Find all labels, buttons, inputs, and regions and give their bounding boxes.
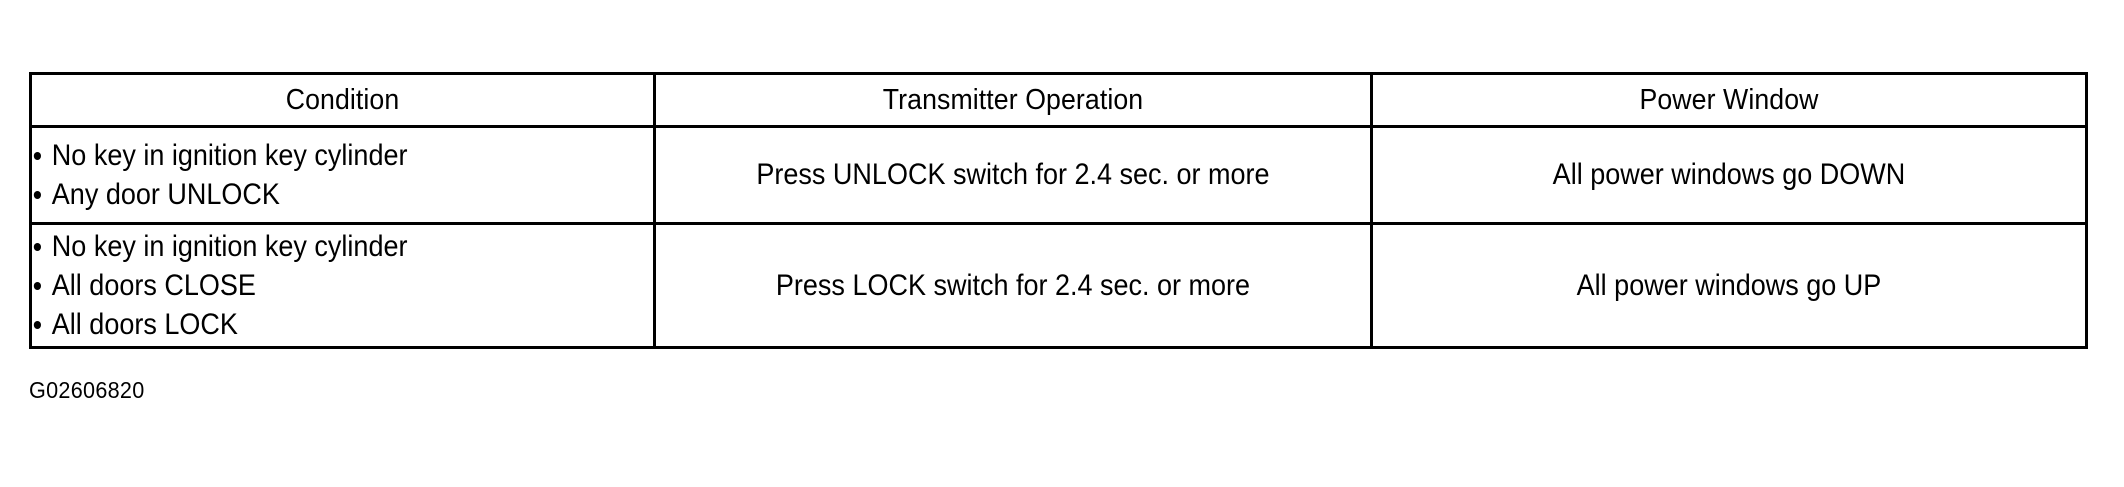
bullet-icon (33, 281, 41, 290)
condition-text: Any door UNLOCK (51, 178, 280, 211)
list-item: No key in ignition key cylinder (32, 227, 591, 266)
bullet-icon (33, 190, 41, 199)
column-header-transmitter-operation-label: Transmitter Operation (882, 84, 1144, 116)
power-window-operation-table: Condition Transmitter Operation Power Wi… (29, 72, 2088, 349)
condition-text: No key in ignition key cylinder (51, 139, 408, 172)
cell-transmitter-operation-row-1: Press UNLOCK switch for 2.4 sec. or more (653, 125, 1373, 225)
column-header-condition-label: Condition (285, 84, 400, 116)
table-header-row: Condition Transmitter Operation Power Wi… (29, 72, 2088, 128)
bullet-icon (33, 242, 41, 251)
condition-list-row-1: No key in ignition key cylinder Any door… (32, 136, 653, 214)
transmitter-operation-text: Press LOCK switch for 2.4 sec. or more (775, 268, 1251, 302)
list-item: No key in ignition key cylinder (32, 136, 591, 175)
cell-transmitter-operation-row-2: Press LOCK switch for 2.4 sec. or more (653, 222, 1373, 349)
transmitter-operation-text: Press UNLOCK switch for 2.4 sec. or more (756, 158, 1270, 191)
column-header-power-window: Power Window (1370, 72, 2088, 128)
condition-text: All doors LOCK (51, 308, 238, 341)
condition-text: All doors CLOSE (51, 269, 256, 302)
column-header-condition: Condition (29, 72, 656, 128)
list-item: Any door UNLOCK (32, 175, 591, 214)
cell-power-window-row-1: All power windows go DOWN (1370, 125, 2088, 225)
power-window-text: All power windows go UP (1576, 268, 1882, 302)
list-item: All doors LOCK (32, 305, 591, 344)
figure-caption: G02606820 (29, 377, 145, 403)
column-header-power-window-label: Power Window (1639, 84, 1819, 116)
condition-text: No key in ignition key cylinder (51, 230, 408, 263)
column-header-transmitter-operation: Transmitter Operation (653, 72, 1373, 128)
cell-condition-row-1: No key in ignition key cylinder Any door… (29, 125, 656, 225)
cell-power-window-row-2: All power windows go UP (1370, 222, 2088, 349)
bullet-icon (33, 320, 41, 329)
condition-list-row-2: No key in ignition key cylinder All door… (32, 227, 653, 344)
power-window-text: All power windows go DOWN (1552, 158, 1906, 191)
list-item: All doors CLOSE (32, 266, 591, 305)
bullet-icon (33, 151, 41, 160)
cell-condition-row-2: No key in ignition key cylinder All door… (29, 222, 656, 349)
table-row: No key in ignition key cylinder All door… (29, 222, 2088, 349)
table-row: No key in ignition key cylinder Any door… (29, 125, 2088, 225)
